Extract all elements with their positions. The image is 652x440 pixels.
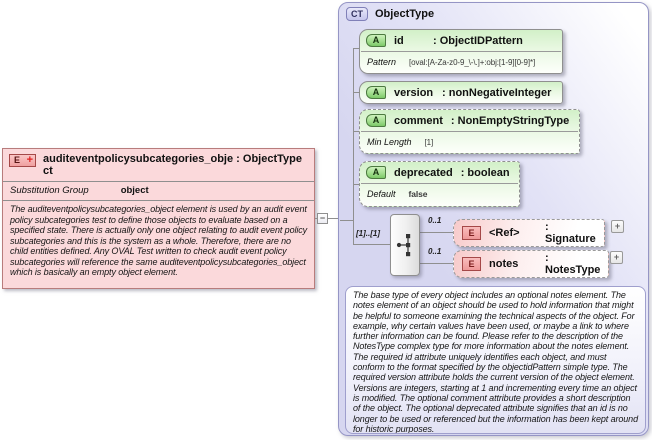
element-box-auditeventpolicysubcategories-object[interactable]: E + auditeventpolicysubcategories_obje :… — [2, 148, 315, 289]
attribute-name: id — [394, 34, 404, 47]
attribute-box-version[interactable]: A version : nonNegativeInteger — [359, 81, 563, 104]
child-element-notes[interactable]: E notes : NotesType — [453, 250, 609, 278]
connector-line — [340, 220, 353, 221]
complex-type-badge: CT — [346, 7, 368, 21]
divider — [3, 181, 314, 182]
connector-trunk-line — [353, 48, 354, 245]
attribute-a-icon: A — [366, 114, 386, 127]
divider — [361, 51, 561, 52]
connector-line — [354, 184, 359, 185]
expand-toggle-icon[interactable]: + — [610, 251, 623, 264]
complex-type-header: CT ObjectType — [346, 7, 434, 21]
child-element-type: : Signature — [545, 221, 596, 245]
element-documentation: The auditeventpolicysubcategories_object… — [10, 204, 308, 278]
attribute-a-icon: A — [366, 86, 386, 99]
element-title: auditeventpolicysubcategories_obje : Obj… — [43, 153, 302, 177]
attribute-type: : NonEmptyStringType — [450, 114, 570, 127]
element-e-icon: E — [14, 155, 21, 165]
facet-value: false — [408, 188, 428, 199]
sequence-compositor[interactable] — [390, 214, 420, 276]
element-e-icon: E — [462, 226, 481, 240]
connector-line — [420, 232, 453, 233]
attribute-header: A id : ObjectIDPattern — [360, 30, 562, 51]
attribute-box-deprecated[interactable]: A deprecated : boolean Default false — [359, 161, 520, 207]
facet-value: [oval:[A-Za-z0-9_\-\.]+:obj:[1-9][0-9]*] — [409, 57, 536, 67]
substitution-group-label: Substitution Group — [10, 185, 89, 196]
attribute-box-comment[interactable]: A comment : NonEmptyStringType Min Lengt… — [359, 109, 580, 154]
element-badge: E + — [9, 154, 36, 167]
attribute-name: deprecated — [394, 166, 453, 179]
element-header: E + auditeventpolicysubcategories_obje :… — [3, 149, 314, 179]
connector-line — [354, 131, 359, 132]
element-title-line2: ct — [43, 165, 53, 177]
attribute-type: : ObjectIDPattern — [433, 34, 523, 47]
element-e-icon: E — [462, 257, 481, 271]
sequence-icon — [396, 234, 411, 257]
attribute-a-icon: A — [366, 166, 386, 179]
attribute-a-icon: A — [366, 34, 386, 47]
connector-line — [354, 92, 359, 93]
complex-type-documentation: The base type of every object includes a… — [345, 286, 646, 434]
attribute-header: A deprecated : boolean — [360, 162, 519, 183]
connector-line — [420, 263, 453, 264]
divider — [361, 183, 518, 184]
expand-toggle-icon[interactable]: + — [611, 220, 624, 233]
complex-type-panel-objecttype: CT ObjectType A id : ObjectIDPattern Pat… — [338, 2, 649, 436]
complex-type-title: ObjectType — [375, 8, 435, 20]
attribute-type: : boolean — [460, 166, 510, 179]
facet-row-pattern: Pattern [oval:[A-Za-z0-9_\-\.]+:obj:[1-9… — [360, 52, 562, 72]
child-element-ref[interactable]: E <Ref> : Signature — [453, 219, 605, 247]
facet-label: Pattern — [367, 57, 397, 67]
collapse-toggle-icon[interactable]: − — [317, 213, 328, 224]
attribute-header: A version : nonNegativeInteger — [360, 82, 562, 103]
substitution-group-value: object — [120, 185, 149, 196]
facet-label: Min Length — [367, 137, 412, 147]
facet-row-minlength: Min Length [1] — [360, 132, 579, 152]
child-element-type: : NotesType — [545, 252, 601, 276]
plus-icon: + — [26, 154, 33, 166]
connector-line — [354, 244, 390, 245]
attribute-name: comment — [394, 114, 443, 127]
compositor-cardinality: [1]..[1] — [356, 229, 380, 238]
facet-value: [1] — [424, 137, 434, 147]
element-title-line1: auditeventpolicysubcategories_obje : Obj… — [43, 153, 302, 165]
attribute-header: A comment : NonEmptyStringType — [360, 110, 579, 131]
child-element-name: notes — [489, 258, 519, 270]
attribute-type: : nonNegativeInteger — [442, 86, 552, 99]
divider — [3, 200, 314, 201]
child-cardinality: 0..1 — [428, 216, 442, 225]
facet-label: Default — [367, 189, 396, 199]
facet-row-default: Default false — [360, 184, 519, 204]
attribute-name: version — [394, 86, 434, 99]
child-cardinality: 0..1 — [428, 247, 442, 256]
attribute-box-id[interactable]: A id : ObjectIDPattern Pattern [oval:[A-… — [359, 29, 563, 74]
substitution-group-row: Substitution Group object — [3, 182, 314, 198]
connector-line — [354, 48, 359, 49]
child-element-name: <Ref> — [489, 227, 520, 239]
divider — [361, 131, 578, 132]
